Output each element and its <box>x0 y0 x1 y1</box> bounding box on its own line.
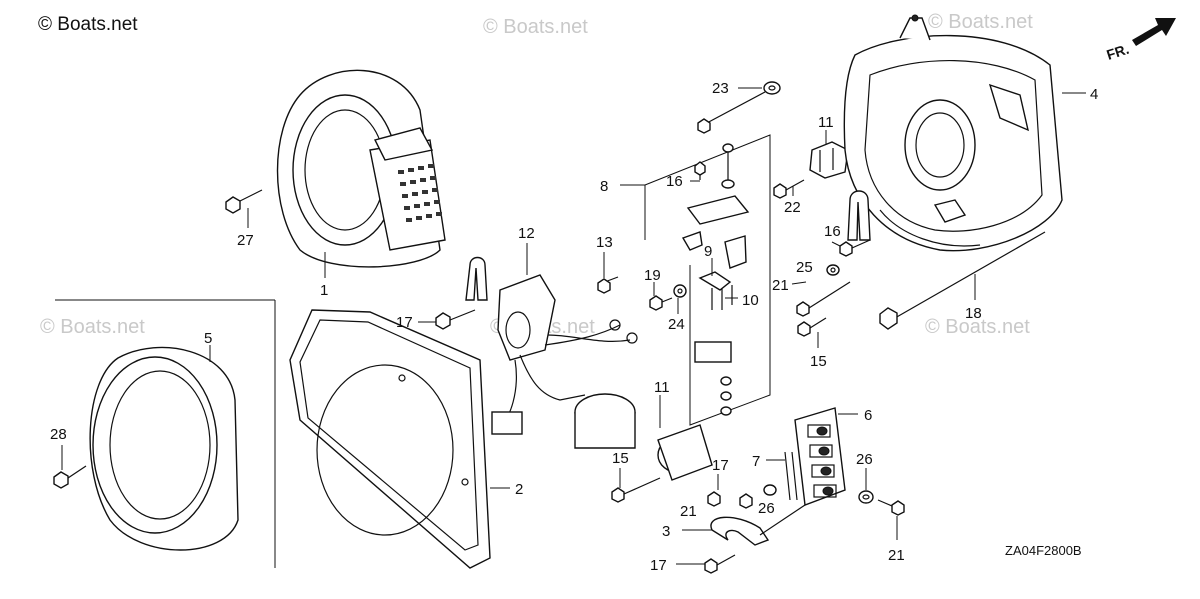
callout-28: 28 <box>50 426 67 443</box>
callout-15-right: 15 <box>810 353 827 370</box>
part-5-ring <box>89 346 239 551</box>
callout-17-lower: 17 <box>650 557 667 574</box>
callout-24: 24 <box>668 316 685 333</box>
part-13-module <box>491 274 638 435</box>
part-19-screw <box>649 295 673 311</box>
part-23-bolt <box>697 81 781 134</box>
callout-2: 2 <box>515 481 523 498</box>
part-7-jumper <box>784 451 798 501</box>
cable-clip <box>465 256 488 301</box>
part-15-screw-mid <box>597 276 619 294</box>
part-4-housing <box>843 14 1063 252</box>
part-15-screw-lower <box>611 477 661 503</box>
callout-22: 22 <box>784 199 801 216</box>
callout-3: 3 <box>662 523 670 540</box>
part-2-plate <box>289 309 491 569</box>
callout-23: 23 <box>712 80 729 97</box>
part-20-bolt <box>796 281 851 317</box>
callout-5: 5 <box>204 330 212 347</box>
watermark-top-right: © Boats.net <box>928 11 1033 33</box>
part-21-screw-right <box>877 499 905 516</box>
callout-1: 1 <box>320 282 328 299</box>
watermark-top-center: © Boats.net <box>483 16 588 38</box>
part-26-washer-right <box>858 490 874 504</box>
callout-6: 6 <box>864 407 872 424</box>
front-direction-arrow: FR. <box>1105 18 1176 63</box>
callout-16-right: 16 <box>824 223 841 240</box>
part-27-bolt <box>225 189 263 214</box>
callout-10: 10 <box>742 292 759 309</box>
callout-15-lower: 15 <box>612 450 629 467</box>
part-28-bolt <box>53 465 87 489</box>
part-3-clamp <box>710 504 806 546</box>
callout-27: 27 <box>237 232 254 249</box>
callout-17-left: 17 <box>396 314 413 331</box>
diagram-code: ZA04F2800B <box>1005 543 1082 558</box>
part-11-sleeve <box>574 393 713 481</box>
part-1-cover <box>276 69 446 268</box>
callout-26-mid: 26 <box>758 500 775 517</box>
callout-21-right: 21 <box>888 547 905 564</box>
watermark-right: © Boats.net <box>925 316 1030 338</box>
callout-4: 4 <box>1090 86 1098 103</box>
callout-11: 11 <box>654 379 670 396</box>
callout-21-mid: 21 <box>680 503 697 520</box>
part-25-washer <box>826 264 840 276</box>
callout-17-mid: 17 <box>712 457 729 474</box>
callout-25: 25 <box>796 259 813 276</box>
front-label: FR. <box>1105 41 1131 63</box>
callout-12: 11 <box>818 114 834 131</box>
part-15-screw-right <box>797 317 827 337</box>
part-9-terminal <box>698 271 733 310</box>
part-12-connector <box>809 141 849 179</box>
callout-20: 21 <box>772 277 789 294</box>
part-26-washer-mid <box>739 484 777 509</box>
housing-clip <box>847 190 871 241</box>
watermark-left: © Boats.net <box>40 316 145 338</box>
part-17-screw-lower <box>704 554 736 574</box>
callout-19: 19 <box>644 267 661 284</box>
part-8-bracket <box>681 143 750 416</box>
part-21-screw-mid <box>707 491 721 507</box>
brand-label: © Boats.net <box>38 14 138 35</box>
part-22-screw <box>773 179 805 199</box>
callout-8: 8 <box>600 178 608 195</box>
callout-13: 12 <box>518 225 535 242</box>
part-6-terminal-block <box>794 407 846 506</box>
callout-16-top: 16 <box>666 173 683 190</box>
callout-9: 9 <box>704 243 712 260</box>
callout-15-top: 13 <box>596 234 613 251</box>
part-17-screw-left <box>435 309 476 330</box>
callout-7: 7 <box>752 453 760 470</box>
callout-18: 18 <box>965 305 982 322</box>
part-24-washer <box>673 284 687 298</box>
callout-26-right: 26 <box>856 451 873 468</box>
part-18-through-bolt <box>879 231 1046 330</box>
part-16-screw-right <box>839 239 871 257</box>
